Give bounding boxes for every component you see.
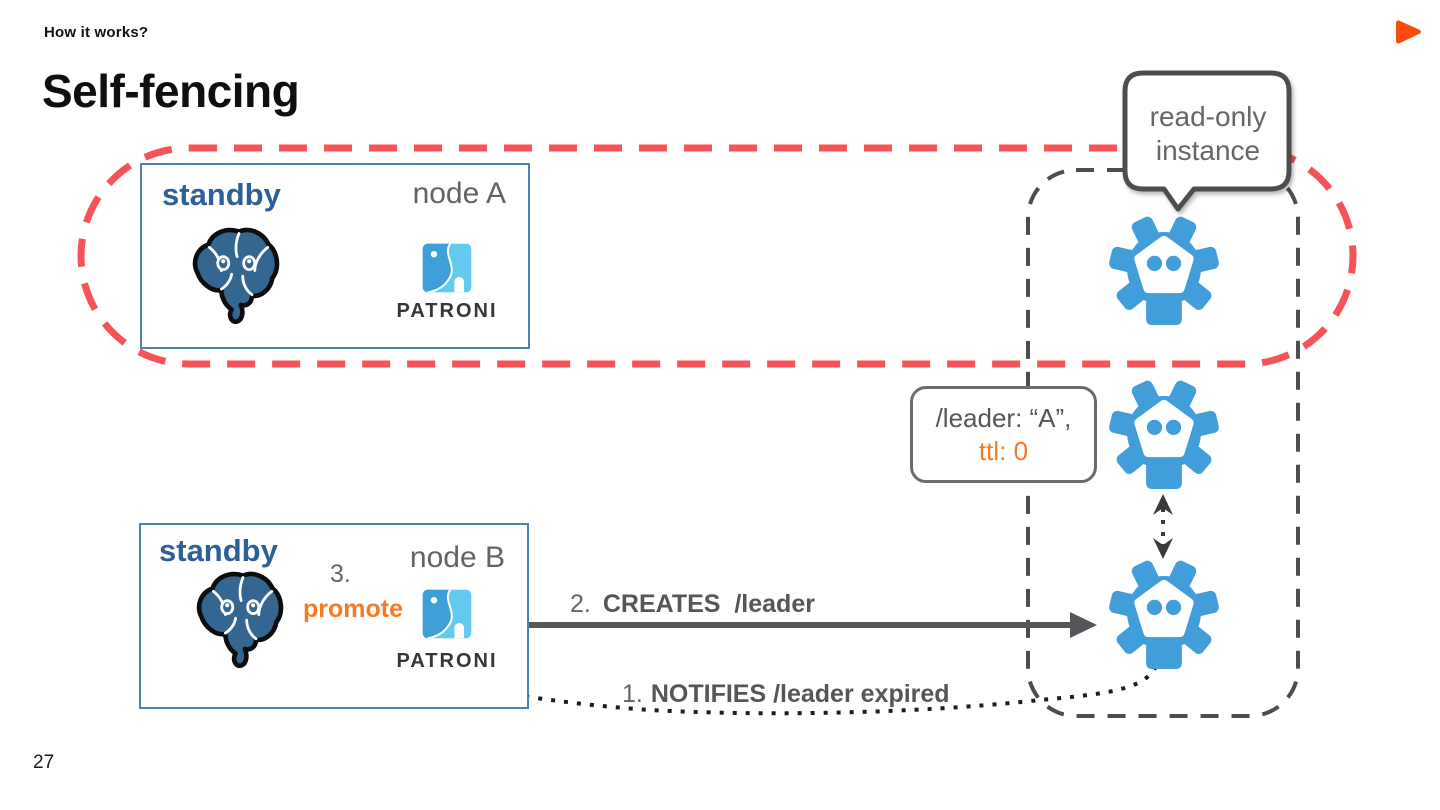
node-a-role-label: standby bbox=[162, 177, 281, 212]
leader-key-value: /leader: “A”, bbox=[935, 403, 1072, 433]
slide-kicker: How it works? bbox=[44, 24, 149, 41]
node-a-name-label: node A bbox=[412, 177, 506, 210]
creates-label: CREATES /leader bbox=[602, 590, 815, 618]
read-only-callout-text: read-only instance bbox=[1125, 100, 1291, 168]
etcd-node-icon bbox=[1108, 213, 1220, 325]
creates-arrow bbox=[487, 612, 1097, 638]
fence-red-dashed-boundary bbox=[77, 144, 1357, 368]
step-2-number: 2. bbox=[570, 590, 591, 618]
patroni-wordmark-b: PATRONI bbox=[396, 650, 498, 672]
promote-label: promote bbox=[303, 595, 403, 623]
page-title: Self-fencing bbox=[42, 65, 300, 117]
play-logo-icon bbox=[1396, 20, 1421, 44]
callout-line-1: read-only bbox=[1149, 101, 1267, 132]
node-b-role-label: standby bbox=[159, 533, 278, 568]
step-1-number: 1. bbox=[622, 680, 643, 708]
leader-key-ttl: ttl: 0 bbox=[978, 436, 1029, 466]
patroni-wordmark-a: PATRONI bbox=[396, 300, 498, 322]
read-only-callout-bubble bbox=[1122, 70, 1292, 212]
etcd-node-icon bbox=[1108, 377, 1220, 489]
node-b-name-label: node B bbox=[409, 541, 505, 574]
page-number: 27 bbox=[33, 752, 55, 773]
step-3-number: 3. bbox=[330, 560, 351, 588]
creates-step-label: 2. CREATES /leader bbox=[570, 590, 815, 619]
leader-key-box: /leader: “A”, ttl: 0 bbox=[910, 386, 1097, 483]
notifies-label: NOTIFIES /leader expired bbox=[650, 680, 950, 708]
callout-line-2: instance bbox=[1155, 135, 1261, 166]
postgresql-elephant-icon bbox=[192, 566, 294, 678]
etcd-node-icon bbox=[1108, 557, 1220, 669]
etcd-sync-dotted-double-arrow bbox=[1153, 494, 1173, 559]
patroni-logo-icon bbox=[421, 242, 473, 294]
notifies-step-label: 1.NOTIFIES /leader expired bbox=[622, 680, 950, 709]
patroni-logo-icon bbox=[421, 588, 473, 640]
postgresql-elephant-icon bbox=[188, 222, 290, 334]
